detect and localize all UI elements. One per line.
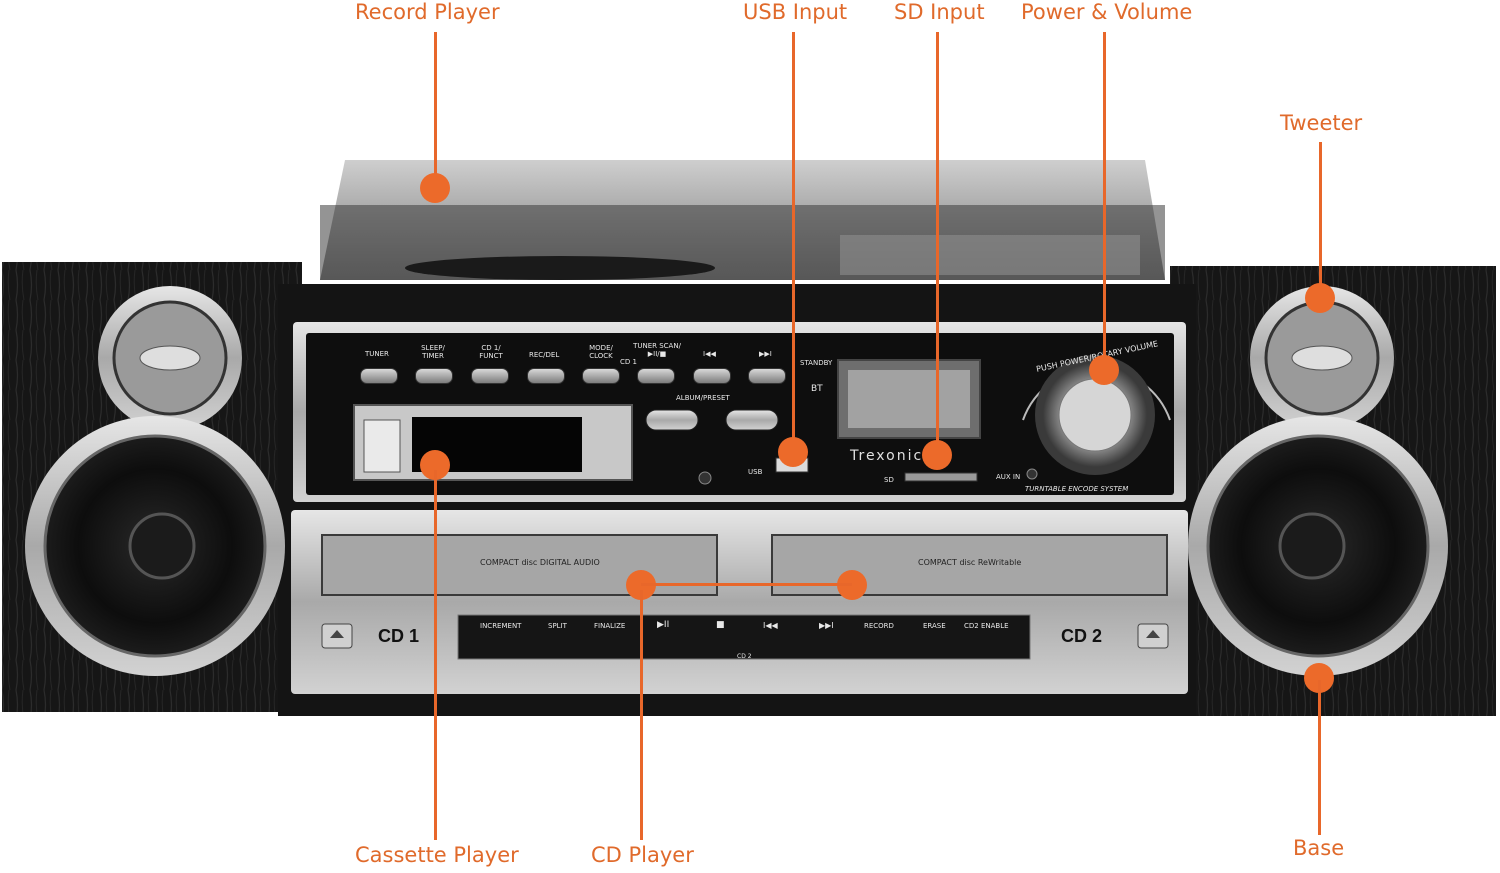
callout-line [1318,680,1321,835]
cd2-control-strip [457,614,1031,660]
callout-line [792,32,795,452]
callout-line [434,32,437,187]
cd2-button-label: ▶▶I [819,621,834,630]
panel-button[interactable] [415,368,453,384]
panel-button[interactable] [471,368,509,384]
cd2-button-label: I◀◀ [763,621,778,630]
sd-label: SD [884,476,894,484]
panel-button-label: MODE/ CLOCK [589,344,613,360]
callout-dot [778,437,808,467]
callout-base: Base [1293,836,1345,860]
cd2-button-label: CD2 ENABLE [964,622,1009,630]
callout-dot [1089,355,1119,385]
panel-button[interactable] [748,368,786,384]
cd2-button-label: FINALIZE [594,622,626,630]
panel-button-label: I◀◀ [703,350,716,358]
callout-line [1103,32,1106,370]
system-text: TURNTABLE ENCODE SYSTEM [1025,485,1129,493]
aux-in-label: AUX IN [996,473,1021,481]
panel-button[interactable] [360,368,398,384]
callout-cassette-player: Cassette Player [355,843,519,867]
panel-button[interactable] [527,368,565,384]
headphone-jack [698,471,712,485]
cd2-caption: CD 2 [737,653,752,660]
cd1-label: CD 1 [378,626,420,646]
panel-button[interactable] [582,368,620,384]
cd2-button-label: ERASE [923,622,946,630]
cd2-button-label: INCREMENT [480,622,522,630]
cd1-disc-logo: COMPACT disc DIGITAL AUDIO [480,558,600,567]
cd2-button-label: SPLIT [548,622,567,630]
callout-line [640,590,643,840]
brand-logo: Trexonic [850,448,924,464]
panel-button-label: REC/DEL [529,351,560,359]
platter [405,256,715,280]
callout-sd-input: SD Input [894,0,985,24]
usb-label: USB [748,468,763,476]
callout-line [641,583,852,586]
panel-button-label: TUNER [365,350,389,358]
callout-line [1319,142,1322,284]
bt-label: BT [811,384,823,394]
callout-dot [922,440,952,470]
callout-usb-input: USB Input [743,0,848,24]
panel-button-label: CD 1/ FUNCT [479,344,503,360]
panel-button-label: ▶▶I [759,350,772,358]
cd1-caption: CD 1 [620,358,637,366]
callout-power-volume: Power & Volume [1021,0,1193,24]
standby-label: STANDBY [800,359,833,367]
callout-cd-player: CD Player [591,843,694,867]
cd2-button-label: ▶II [657,620,670,630]
cd2-label: CD 2 [1061,626,1103,646]
panel-button[interactable] [693,368,731,384]
callout-dot [1305,283,1335,313]
panel-button-label: TUNER SCAN/ ▶II/■ [633,342,681,358]
callout-line [434,470,437,840]
callout-dot [420,173,450,203]
callout-record-player: Record Player [355,0,500,24]
cd2-disc-logo: COMPACT disc ReWritable [918,558,1022,567]
panel-button-label: SLEEP/ TIMER [421,344,445,360]
cd2-button-label: ■ [716,620,725,630]
aux-in-jack [1026,468,1038,480]
callout-tweeter: Tweeter [1280,111,1363,135]
cd2-button-label: RECORD [864,622,894,630]
callout-line [936,32,939,456]
sd-card-slot [904,472,978,482]
album-preset-label: ALBUM/PRESET [676,394,730,402]
panel-button[interactable] [637,368,675,384]
